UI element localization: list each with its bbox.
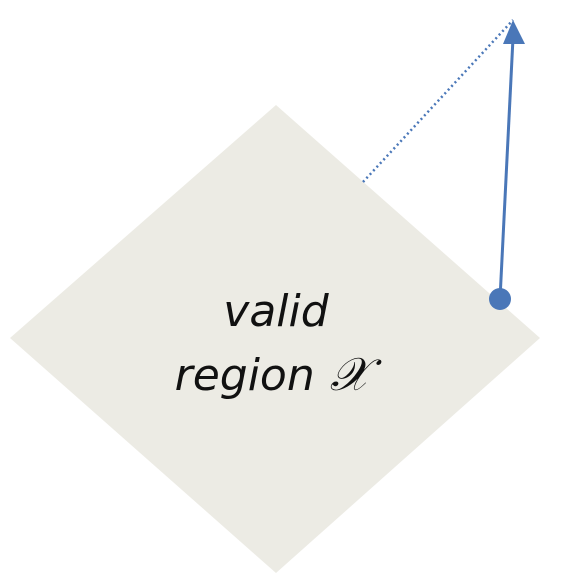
valid-region-shape — [10, 105, 540, 573]
region-label-line1: valid — [223, 286, 329, 337]
projection-dotted-line — [362, 19, 514, 183]
current-point-dot — [489, 288, 511, 310]
arrowhead-icon — [503, 20, 525, 44]
update-vector-arrow — [498, 37, 515, 300]
region-label-line2: region — [175, 350, 315, 401]
region-label-line2-group: region 𝒳 — [175, 347, 382, 401]
